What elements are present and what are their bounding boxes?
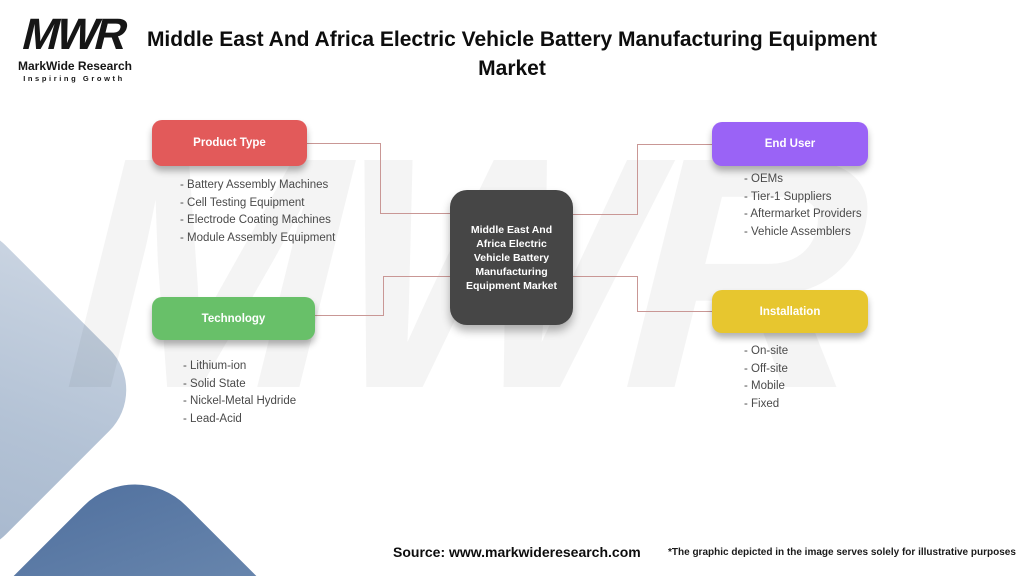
category-label-installation: Installation [759,305,821,318]
list-item: - Cell Testing Equipment [180,196,305,209]
list-item: - Battery Assembly Machines [180,179,329,191]
source-text: Source: www.markwideresearch.com [393,544,641,560]
item-list-installation: - On-site - Off-site - Mobile - Fixed [744,343,788,413]
logo-mark-icon: MWR [17,10,131,59]
category-label-technology: Technology [201,312,266,325]
list-item: - Module Assembly Equipment [180,231,336,244]
category-label-product-type: Product Type [193,137,266,149]
category-box-technology: Technology [152,297,315,340]
category-box-end-user: End User [712,122,868,166]
page-title: Middle East And Africa Electric Vehicle … [146,28,878,81]
list-item: - Mobile [744,380,785,393]
item-list-end-user: - OEMs - Tier-1 Suppliers - Aftermarket … [744,171,862,241]
list-item: - Off-site [744,362,788,375]
category-label-end-user: End User [764,138,816,150]
connector-end-user-v [637,144,638,215]
connector-product-type-h1 [307,143,380,144]
list-item: - Solid State [183,377,246,390]
list-item: - OEMs [744,173,783,185]
logo-tagline: Inspiring Growth [23,73,125,83]
connector-technology-v [383,276,384,316]
category-box-product-type: Product Type [152,120,307,166]
item-list-technology: - Lithium-ion - Solid State - Nickel-Met… [183,358,296,428]
list-item: - Lead-Acid [183,412,242,425]
list-item: - Electrode Coating Machines [180,214,331,227]
list-item: - Aftermarket Providers [744,208,862,221]
list-item: - Vehicle Assemblers [744,225,851,238]
connector-technology-h1 [315,315,383,316]
list-item: - Lithium-ion [183,360,247,372]
center-market-node: Middle East And Africa Electric Vehicle … [450,190,573,325]
connector-technology-h2 [383,276,450,277]
connector-product-type-v [380,143,381,214]
list-item: - Fixed [744,397,780,410]
logo-company-name: MarkWide Research [18,58,132,73]
list-item: - On-site [744,345,789,357]
list-item: - Tier-1 Suppliers [744,190,832,203]
disclaimer-text: *The graphic depicted in the image serve… [668,547,1016,558]
connector-installation-h1 [637,311,712,312]
category-box-installation: Installation [712,290,868,333]
connector-end-user-h1 [637,144,712,145]
connector-installation-h2 [573,276,638,277]
markwide-logo: MWR MarkWide Research Inspiring Growth [18,10,132,83]
connector-installation-v [637,276,638,312]
list-item: - Nickel-Metal Hydride [183,395,297,408]
connector-product-type-h2 [380,213,450,214]
item-list-product-type: - Battery Assembly Machines - Cell Testi… [180,177,335,247]
connector-end-user-h2 [573,214,638,215]
